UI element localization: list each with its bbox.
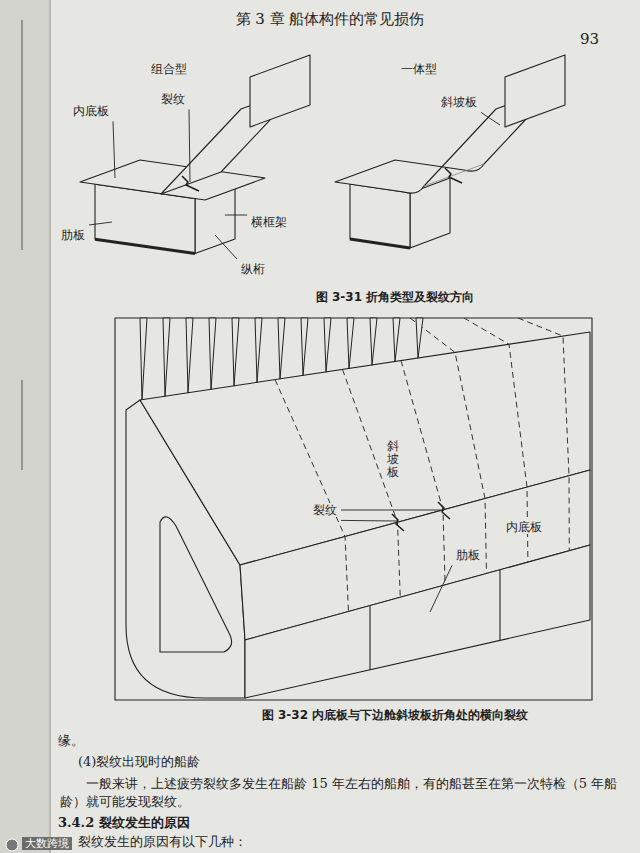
leader-line [113, 121, 115, 178]
leader-line [89, 222, 112, 225]
part-label: 斜坡板 [386, 440, 400, 480]
body-text: 缘。 [58, 733, 84, 749]
crack-mark [438, 502, 450, 519]
body-text: 裂纹发生的原因有以下几种： [78, 834, 247, 850]
crack-mark [182, 176, 199, 191]
leader-line [189, 109, 190, 182]
integral-knuckle-sketch [335, 55, 565, 248]
side-frame [140, 318, 147, 400]
frame-position-line [518, 318, 569, 551]
floor-plate [350, 184, 410, 248]
figure-caption: 图 3-31 折角类型及裂纹方向 [315, 290, 475, 304]
part-label: 裂纹 [160, 92, 186, 106]
frame-position-line [401, 361, 445, 585]
side-frame [255, 318, 262, 383]
facing-page [0, 0, 50, 853]
page-number: 93 [580, 30, 599, 48]
watermark: 大数跨境 [22, 837, 72, 850]
section-heading: 3.4.2 裂纹发生的原因 [58, 815, 190, 831]
part-label: 裂纹 [312, 503, 338, 517]
slope-plate [140, 332, 590, 565]
facing-figure-line [22, 20, 23, 250]
frame-plate [505, 55, 565, 127]
side-frames [140, 318, 423, 400]
leader-line [341, 510, 441, 511]
body-paragraph: 一般来讲，上述疲劳裂纹多发生在船龄 15 年左右的船舶，有的船甚至在第一次特检（… [60, 775, 622, 811]
figure-frame [115, 318, 592, 700]
side-frame [209, 318, 216, 390]
leader-line [215, 235, 237, 259]
leader-line [225, 215, 247, 216]
side-frame [347, 318, 354, 369]
part-label: 肋板 [60, 228, 86, 242]
girder-edge [369, 606, 370, 670]
frame-position-lines [275, 318, 569, 612]
crack-mark [392, 514, 404, 531]
side-frame [393, 318, 400, 362]
floor-flange [350, 239, 410, 248]
combined-knuckle-sketch [80, 55, 310, 254]
bend-line [424, 164, 484, 186]
floor-flange [95, 239, 195, 253]
side-frame [163, 318, 170, 397]
part-label: 内底板 [505, 520, 543, 534]
floor-plate [245, 545, 590, 698]
part-label: 斜坡板 [440, 95, 478, 109]
frame-plate [250, 55, 310, 127]
page-gutter [49, 0, 51, 853]
side-frame [278, 318, 285, 379]
frame-position-line [410, 318, 487, 574]
frame-position-line [275, 380, 349, 612]
figure-label: 组合型 [150, 62, 188, 76]
side-frame [416, 318, 423, 358]
part-label: 纵桁 [240, 262, 266, 276]
part-label: 肋板 [455, 548, 481, 562]
side-frame [232, 318, 239, 386]
leader-line [341, 520, 396, 522]
side-frame [370, 318, 377, 365]
part-label: 内底板 [72, 104, 110, 118]
girder-edge [499, 570, 500, 640]
web-opening [160, 517, 232, 652]
figure-caption: 图 3-32 内底板与下边舱斜坡板折角处的横向裂纹 [261, 708, 529, 722]
side-frame [324, 318, 331, 372]
part-label: 横框架 [250, 215, 288, 229]
leader-line [481, 112, 500, 125]
crack-mark [445, 168, 462, 183]
inner-bottom-plate [80, 160, 265, 200]
side-frame [301, 318, 308, 376]
figure-label: 一体型 [400, 62, 438, 76]
watermark-logo [6, 839, 18, 851]
side-frame [186, 318, 193, 393]
page-header: 第 3 章 船体构件的常见损伤 [236, 10, 425, 28]
hold-sketch [115, 318, 592, 700]
facing-figure-line [22, 380, 23, 470]
section-item: (4)裂纹出现时的船龄 [78, 754, 200, 770]
frame-position-line [343, 369, 401, 597]
leader-line [430, 565, 452, 612]
